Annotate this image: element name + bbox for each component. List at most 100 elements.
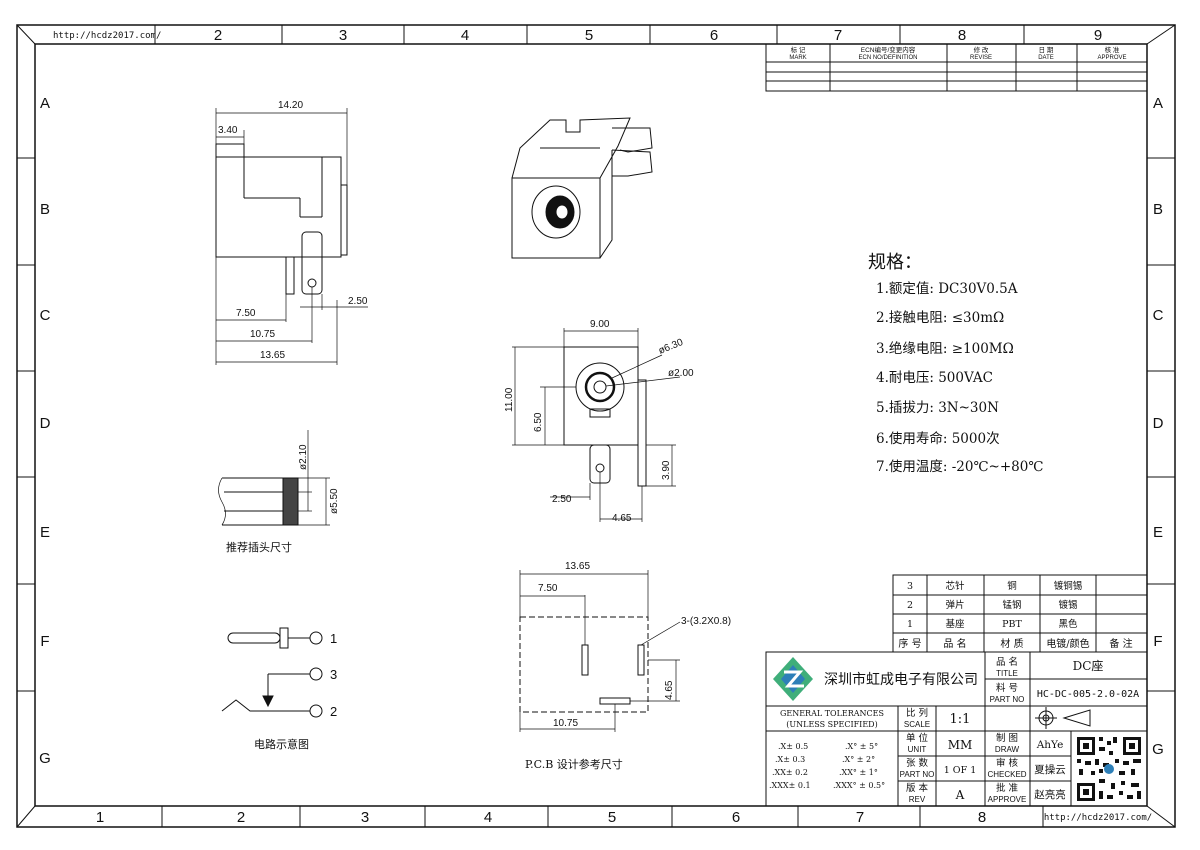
bottom-col-4: 4 [484, 809, 492, 826]
dim-10-75: 10.75 [250, 329, 275, 340]
revision-block: 标 记 MARK ECN编号/变更内容 ECN NO/DEFINITION 修 … [765, 43, 1148, 92]
tol-right-1: .X° ± 5° [845, 742, 878, 751]
draw-value: AhYe [1036, 739, 1064, 751]
bom-r3-c2: 基座 [945, 618, 965, 630]
top-url: http://hcdz2017.com/ [53, 31, 161, 41]
rev-head-mark-cn: 标 记 [791, 45, 806, 54]
bom-r2-c2: 弹片 [945, 599, 964, 611]
bom-r3-c1: 1 [907, 619, 913, 630]
dim-6-50: 6.50 [533, 412, 544, 432]
rev-head-date-en: DATE [1038, 55, 1054, 61]
dim-front-2-50: 2.50 [552, 494, 572, 505]
tol-left-2: .X± 0.3 [775, 755, 805, 764]
bottom-col-6: 6 [732, 809, 740, 826]
bom-head-remark: 备 注 [1109, 637, 1132, 650]
front-view-dims: 9.00 ø6.30 ø2.00 11.00 6.50 3.90 2.50 4.… [504, 319, 694, 524]
rev-head-ecn-cn: ECN编号/变更内容 [861, 45, 916, 54]
part-label-cn: 料 号 [996, 682, 1018, 694]
rev-head-date-cn: 日 期 [1039, 46, 1054, 54]
bottom-url: http://hcdz2017.com/ [1044, 813, 1152, 823]
sheet-label-en: PART NO [900, 770, 935, 779]
scale-label-cn: 比 列 [906, 707, 928, 719]
pin-3: 3 [330, 667, 337, 682]
bottom-col-2: 2 [237, 809, 245, 826]
pin-1: 1 [330, 631, 337, 646]
right-row-a: A [1153, 95, 1163, 112]
spec-item-7: 7.使用温度: -20℃~+80℃ [876, 458, 1043, 475]
bom-head-finish: 电镀/颜色 [1046, 637, 1089, 650]
dim-pcb-slots: 3-(3.2X0.8) [681, 616, 731, 627]
scale-value: 1:1 [950, 712, 971, 727]
part-number-value: HC-DC-005-2.0-02A [1037, 689, 1139, 700]
dim-front-4-65: 4.65 [612, 513, 632, 524]
name-label-en: TITLE [996, 669, 1018, 678]
bom-table: 3 芯针 铜 镀铜锡 2 弹片 锰钢 镀锡 1 基座 PBT 黑色 序 号 品 … [892, 574, 1148, 653]
rev-head-approve-cn: 核 准 [1105, 45, 1120, 54]
top-col-8: 8 [958, 27, 966, 44]
inner-frame [34, 43, 1148, 807]
approve-value: 赵亮亮 [1034, 788, 1066, 801]
check-value: 夏操云 [1034, 763, 1066, 776]
dim-3-90: 3.90 [661, 460, 672, 480]
unit-label-en: UNIT [908, 745, 927, 754]
right-row-e: E [1153, 524, 1163, 541]
top-col-2: 2 [214, 27, 222, 44]
projection-symbol [1035, 707, 1091, 729]
bottom-col-1: 1 [96, 809, 104, 826]
bom-r3-c3: PBT [1002, 619, 1022, 630]
unit-label-cn: 单 位 [906, 732, 929, 744]
dim-9-00: 9.00 [590, 319, 610, 330]
right-row-b: B [1153, 201, 1163, 218]
bom-r1-c2: 芯针 [945, 580, 965, 592]
dim-pcb-4-65: 4.65 [664, 680, 675, 700]
plug-view [218, 430, 330, 526]
right-zone-bar: A B C D E F G [1147, 95, 1175, 758]
left-row-g: G [39, 750, 51, 767]
specs-block: 规格： 1.额定值: DC30V0.5A 2.接触电阻: ≤30mΩ 3.绝缘电… [868, 252, 1043, 475]
part-name-value: DC座 [1073, 658, 1104, 673]
top-col-6: 6 [710, 27, 718, 44]
pcb-view [519, 570, 681, 732]
bom-r2-c1: 2 [907, 600, 913, 611]
tolerance-sub: (UNLESS SPECIFIED) [786, 720, 877, 729]
pin-2: 2 [330, 704, 337, 719]
rev-head-ecn-en: ECN NO/DEFINITION [858, 55, 917, 61]
dim-14-20: 14.20 [278, 100, 303, 111]
circuit-text: 1 3 2 电路示意图 [254, 631, 337, 751]
check-label-en: CHECKED [987, 770, 1026, 779]
left-row-a: A [40, 95, 50, 112]
spec-item-3: 3.绝缘电阻: ≥100MΩ [876, 341, 1014, 357]
tol-right-4: .XXX° ± 0.5° [833, 781, 885, 790]
left-row-f: F [40, 633, 49, 650]
rev-head-approve-en: APPROVE [1097, 55, 1126, 61]
draw-label-en: DRAW [995, 745, 1020, 754]
bottom-col-3: 3 [361, 809, 369, 826]
rev-label-cn: 版 本 [906, 782, 929, 794]
pcb-view-text: 13.65 7.50 3-(3.2X0.8) 4.65 10.75 P.C.B … [525, 561, 731, 771]
front-view [512, 328, 681, 522]
check-label-cn: 审 核 [996, 757, 1019, 769]
specs-title: 规格： [868, 252, 922, 273]
dim-dia-5-50: ø5.50 [329, 488, 340, 514]
dim-3-40: 3.40 [218, 125, 238, 136]
top-col-5: 5 [585, 27, 593, 44]
approve-label-cn: 批 准 [996, 782, 1019, 794]
tol-right-3: .XX° ± 1° [839, 768, 878, 777]
dim-pcb-10-75: 10.75 [553, 718, 578, 729]
tol-left-1: .X± 0.5 [778, 742, 808, 751]
plug-view-text: ø2.10 ø5.50 推荐插头尺寸 [226, 444, 340, 554]
unit-value: MM [948, 738, 973, 752]
qr-code [1076, 736, 1142, 802]
top-col-3: 3 [339, 27, 347, 44]
right-row-c: C [1153, 307, 1164, 324]
spec-item-5: 5.插拔力: 3N~30N [876, 400, 999, 416]
top-zone-bar: http://hcdz2017.com/ 2 3 4 5 6 7 8 9 [53, 25, 1102, 44]
left-row-b: B [40, 201, 50, 218]
dim-pcb-13-65: 13.65 [565, 561, 590, 572]
tol-right-2: .X° ± 2° [842, 755, 875, 764]
outer-frame [16, 24, 1176, 828]
sheet-label-cn: 张 数 [906, 757, 929, 769]
title-block: 深圳市虹成电子有限公司 品 名 TITLE DC座 料 号 PART NO HC… [765, 651, 1148, 807]
sheet-value: 1 OF 1 [944, 765, 977, 776]
